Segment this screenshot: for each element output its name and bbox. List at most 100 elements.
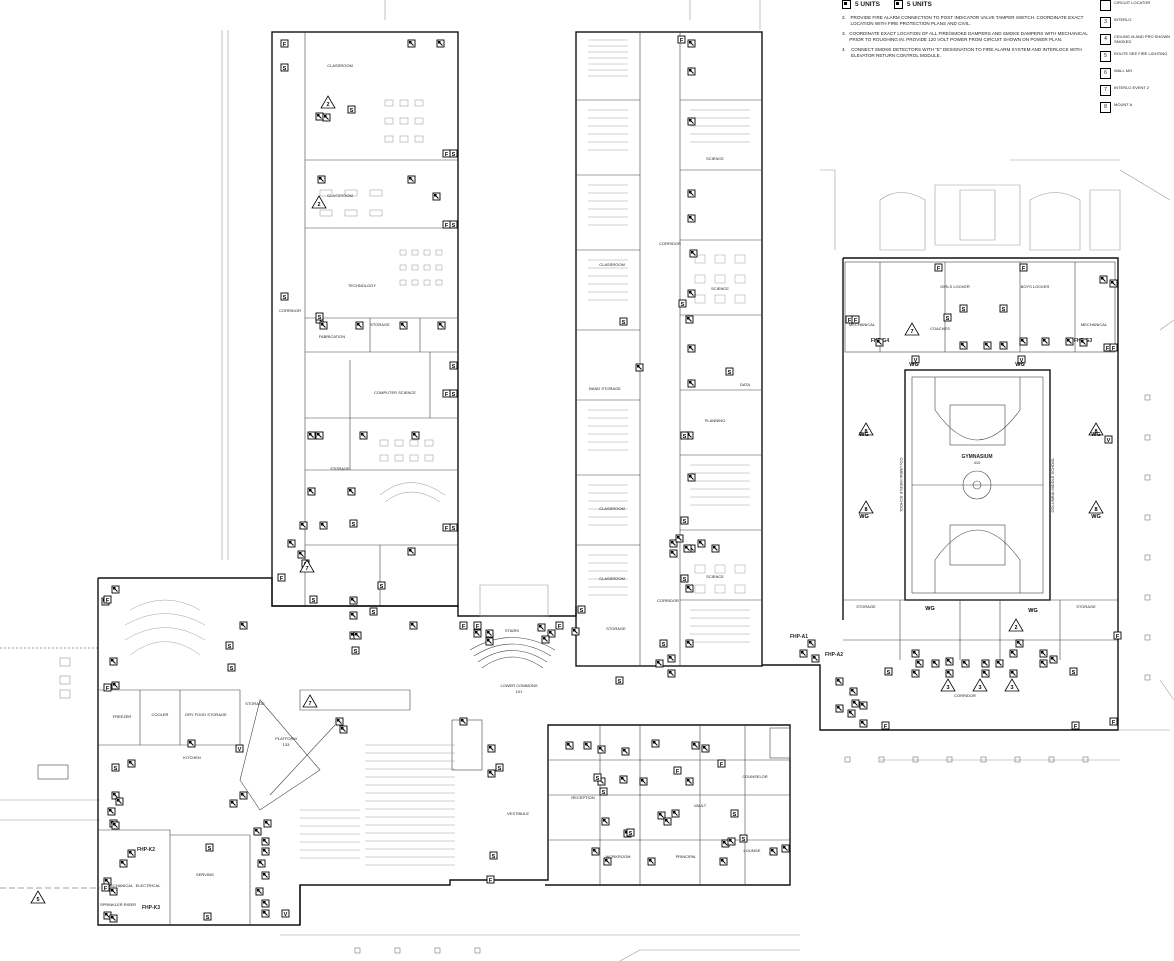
- smoke-device-icon: [603, 857, 612, 866]
- smoke-device-icon: [687, 344, 696, 353]
- smoke-device-icon: [669, 549, 678, 558]
- pull-device-icon: F: [555, 621, 564, 630]
- smoke-device-icon: [691, 741, 700, 750]
- svg-text:F: F: [1074, 724, 1078, 730]
- device-legend: 5 UNITS 5 UNITS: [842, 0, 1092, 9]
- smoke-device-icon: [657, 811, 666, 820]
- smoke-device-icon: [355, 321, 364, 330]
- smoke-device-icon: [407, 175, 416, 184]
- svg-text:F: F: [476, 624, 480, 630]
- svg-text:S: S: [887, 670, 891, 676]
- valve-device-icon: V: [911, 355, 920, 364]
- smoke-device-icon: [663, 817, 672, 826]
- svg-text:F: F: [445, 152, 449, 158]
- strobe-device-icon: S: [347, 105, 356, 114]
- smoke-device-icon: [263, 819, 272, 828]
- strobe-device-icon: S: [577, 605, 586, 614]
- smoke-device-icon: [851, 699, 860, 708]
- smoke-device-icon: [432, 192, 441, 201]
- smoke-device-icon: [849, 687, 858, 696]
- strobe-device-icon: S: [227, 663, 236, 672]
- strobe-device-icon: S: [680, 431, 689, 440]
- room-label: ELECTRICAL: [136, 883, 161, 888]
- svg-text:7: 7: [305, 566, 308, 572]
- strobe-device-icon: S: [599, 787, 608, 796]
- smoke-device-icon: [961, 659, 970, 668]
- room-label: SPRINKLER RISER: [100, 902, 136, 907]
- room-label: COMPUTER SCIENCE: [374, 390, 416, 395]
- smoke-device-icon: [1019, 337, 1028, 346]
- column-marker: [1144, 554, 1151, 561]
- smoke-device-icon: [915, 659, 924, 668]
- smoke-device-icon: [1041, 337, 1050, 346]
- gym-floor-text: COLUMBIA MIDDLE SCHOOL: [899, 458, 904, 514]
- pull-device-icon: F: [442, 523, 451, 532]
- svg-text:F: F: [445, 526, 449, 532]
- smoke-device-icon: [485, 629, 494, 638]
- svg-text:F: F: [676, 769, 680, 775]
- strobe-device-icon: S: [680, 516, 689, 525]
- svg-text:8: 8: [864, 507, 867, 513]
- column-marker: [1144, 634, 1151, 641]
- smoke-device-icon: [261, 899, 270, 908]
- strobe-device-icon: S: [449, 149, 458, 158]
- svg-text:S: S: [206, 915, 210, 921]
- smoke-device-icon: [319, 321, 328, 330]
- room-label: MECHANICAL: [107, 883, 134, 888]
- svg-text:S: S: [728, 370, 732, 376]
- smoke-device-icon: [835, 704, 844, 713]
- room-label: CORRIDOR: [279, 308, 301, 313]
- smoke-device-icon: [353, 631, 362, 640]
- pull-device-icon: F: [280, 39, 289, 48]
- keynote-flag-icon: 8: [1088, 422, 1104, 436]
- column-marker: [878, 756, 885, 763]
- keynote-flag-icon: 7: [299, 559, 315, 573]
- smoke-device-icon: [407, 547, 416, 556]
- strobe-device-icon: S: [203, 912, 212, 921]
- smoke-device-icon: [261, 871, 270, 880]
- smoke-device-icon: [847, 709, 856, 718]
- strobe-device-icon: S: [999, 304, 1008, 313]
- central-classroom-wing: SCIENCE SCIENCE PLANNING SCIENCE CLASSRO…: [575, 31, 763, 667]
- svg-text:7: 7: [910, 329, 913, 335]
- smoke-device-icon: [437, 321, 446, 330]
- panel-label: FHP-A1: [790, 634, 808, 640]
- smoke-device-icon: [315, 112, 324, 121]
- smoke-device-icon: [473, 629, 482, 638]
- svg-text:S: S: [283, 295, 287, 301]
- room-label: TECHNOLOGY: [348, 283, 376, 288]
- svg-text:S: S: [683, 577, 687, 583]
- smoke-device-icon: [229, 799, 238, 808]
- wire-guard-mark: WG: [859, 514, 868, 520]
- strobe-device-icon: S: [377, 581, 386, 590]
- svg-text:S: S: [283, 66, 287, 72]
- room-label: FREEZER: [113, 714, 132, 719]
- strobe-device-icon: S: [449, 389, 458, 398]
- panel-label: FHP-K2: [137, 847, 155, 853]
- keynote-flag-icon: 3: [972, 678, 988, 692]
- smoke-device-icon: [685, 584, 694, 593]
- smoke-device-icon: [687, 117, 696, 126]
- smoke-device-icon: [109, 887, 118, 896]
- pull-device-icon: F: [1113, 631, 1122, 640]
- strobe-device-icon: S: [959, 304, 968, 313]
- svg-text:V: V: [238, 747, 242, 753]
- room-label: CLASSROOM: [327, 193, 353, 198]
- smoke-device-icon: [1099, 275, 1108, 284]
- svg-text:F: F: [280, 576, 284, 582]
- svg-text:S: S: [372, 610, 376, 616]
- smoke-device-icon: [436, 39, 445, 48]
- svg-text:S: S: [350, 108, 354, 114]
- desk-grid: [588, 39, 750, 643]
- smoke-detector-icon: [842, 0, 851, 9]
- svg-text:8: 8: [1094, 429, 1097, 435]
- smoke-device-icon: [571, 627, 580, 636]
- svg-text:2: 2: [326, 102, 329, 108]
- smoke-device-icon: [995, 659, 1004, 668]
- smoke-device-icon: [781, 844, 790, 853]
- smoke-device-icon: [669, 539, 678, 548]
- room-label: CORRIDOR: [954, 693, 976, 698]
- strobe-device-icon: S: [315, 312, 324, 321]
